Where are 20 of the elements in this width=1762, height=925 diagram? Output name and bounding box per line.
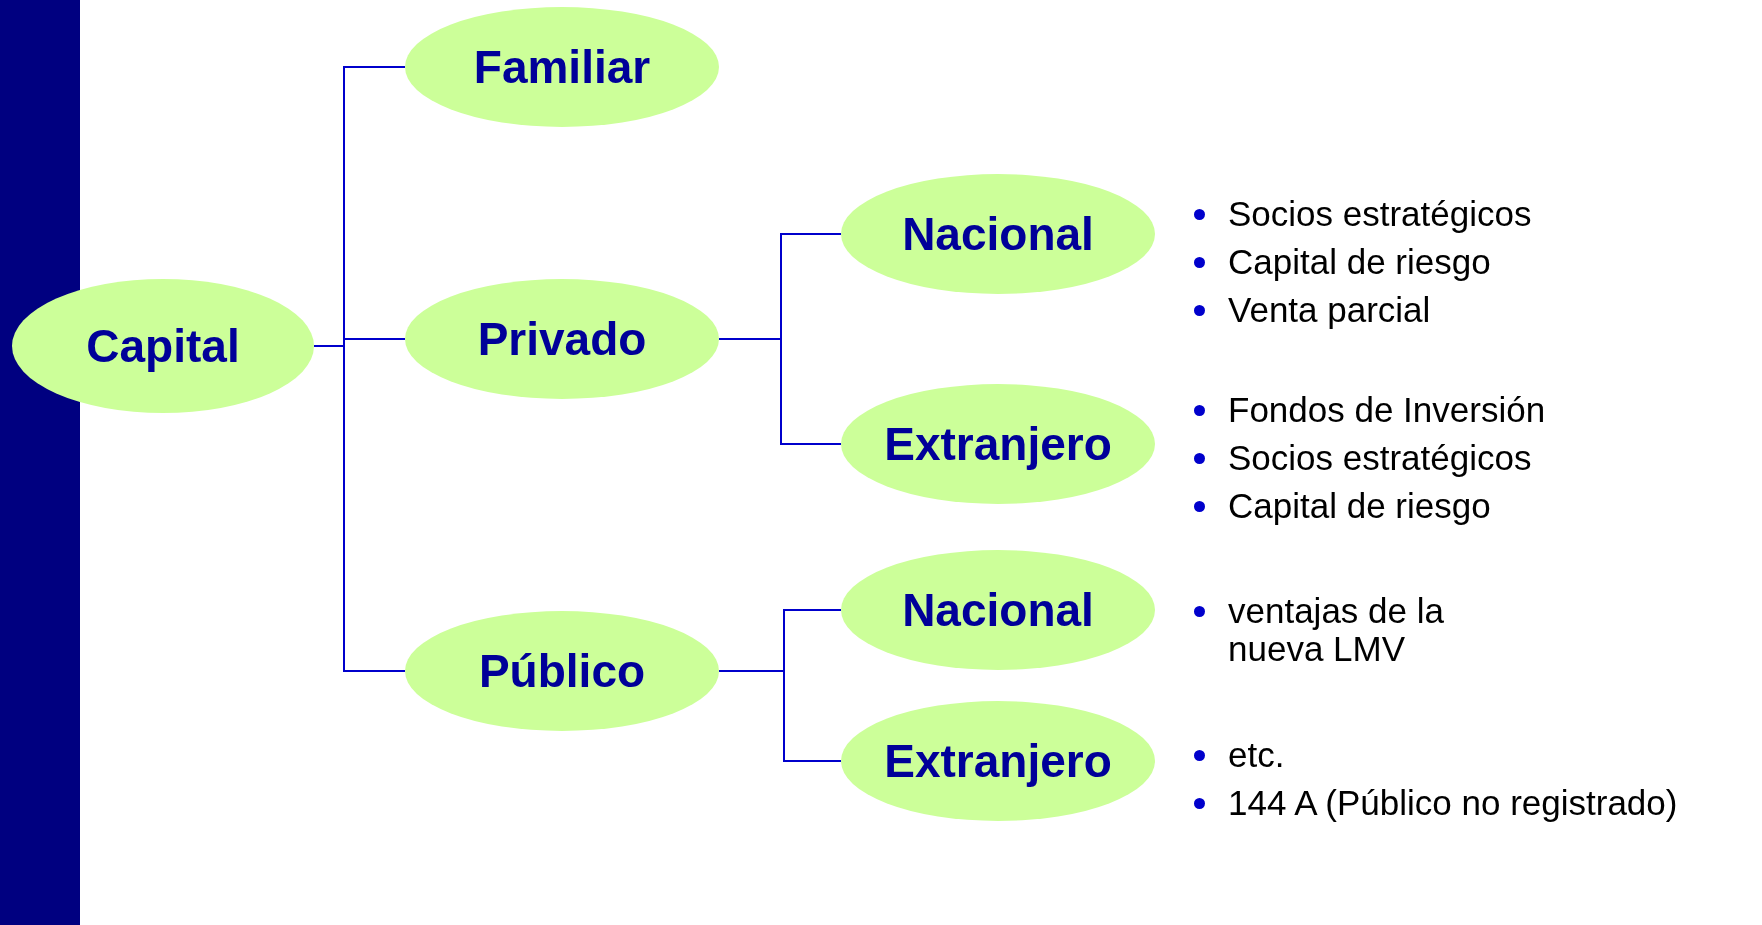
bullet-text: Capital de riesgo xyxy=(1228,485,1492,527)
bullet-text: Fondos de Inversión xyxy=(1228,389,1547,431)
side-bar xyxy=(0,0,80,925)
node-label: Extranjero xyxy=(884,734,1112,788)
bullet-text: Venta parcial xyxy=(1228,289,1432,331)
node-label: Extranjero xyxy=(884,417,1112,471)
node-label: Capital xyxy=(86,319,240,373)
bullet-text: Capital de riesgo xyxy=(1228,241,1492,283)
node-label: Privado xyxy=(477,312,647,366)
bullet-text: 144 A (Público no registrado) xyxy=(1228,782,1679,824)
bracket-connector xyxy=(718,338,842,445)
node-label: Público xyxy=(478,644,646,698)
node-label: Familiar xyxy=(473,40,651,94)
node-label: Nacional xyxy=(902,583,1094,637)
bracket-connector xyxy=(718,670,842,762)
bullet-text: Socios estratégicos xyxy=(1228,193,1533,235)
bullet-text: ventajas de la nueva LMV xyxy=(1228,590,1445,670)
bullet-text: etc. xyxy=(1228,734,1286,776)
node-label: Nacional xyxy=(902,207,1094,261)
bullet-text: Socios estratégicos xyxy=(1228,437,1533,479)
